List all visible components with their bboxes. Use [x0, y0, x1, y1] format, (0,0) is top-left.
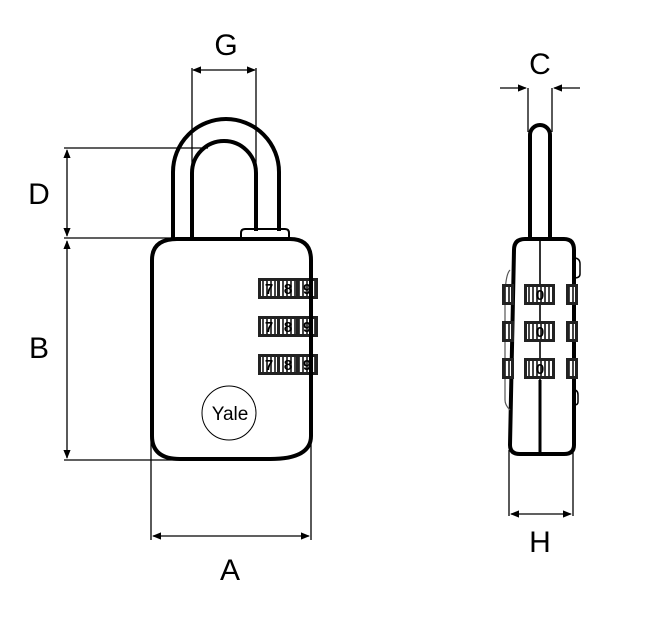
brand-label: Yale: [212, 404, 249, 425]
front-dial-3[interactable]: 7 8 9: [258, 354, 318, 375]
dimension-d: D: [28, 147, 208, 239]
dial-digit: 9: [303, 319, 311, 336]
dim-label-h: H: [529, 526, 551, 559]
dim-label-b: B: [29, 332, 49, 365]
dial-digit: 0: [536, 361, 544, 378]
dial-digit: 9: [303, 281, 311, 298]
front-view: 7 8 9 7 8 9 7 8 9 Yale: [150, 117, 318, 461]
dial-digit: 8: [284, 281, 292, 298]
dim-label-d: D: [28, 178, 50, 211]
side-view: 0 0 0: [502, 123, 581, 456]
dim-label-g: G: [214, 29, 237, 62]
front-dial-2[interactable]: 7 8 9: [258, 316, 318, 337]
dial-digit: 7: [265, 357, 273, 374]
dial-digit: 0: [536, 287, 544, 304]
dial-digit: 0: [536, 324, 544, 341]
shackle-collar: [240, 228, 290, 239]
dimension-c: C: [500, 48, 580, 132]
front-shackle-outer: [171, 117, 281, 239]
side-dial-3[interactable]: 0: [502, 358, 578, 379]
dial-digit: 8: [284, 319, 292, 336]
dimension-a: A: [150, 436, 312, 587]
side-dial-2[interactable]: 0: [502, 321, 578, 342]
front-dial-1[interactable]: 7 8 9: [258, 278, 318, 299]
dial-digit: 9: [303, 357, 311, 374]
side-body: [507, 237, 576, 456]
dimension-g: G: [191, 29, 257, 239]
dial-digit: 7: [265, 319, 273, 336]
dial-digit: 8: [284, 357, 292, 374]
dial-digit: 7: [265, 281, 273, 298]
dim-label-c: C: [529, 48, 551, 81]
front-shackle-inner: [190, 139, 258, 239]
dimension-h: H: [508, 450, 574, 559]
side-shackle: [528, 123, 552, 239]
side-dial-1[interactable]: 0: [502, 284, 578, 305]
yale-logo: Yale: [201, 385, 257, 441]
dim-label-a: A: [220, 554, 240, 587]
dimension-b: B: [29, 240, 180, 461]
front-body: [150, 237, 313, 461]
